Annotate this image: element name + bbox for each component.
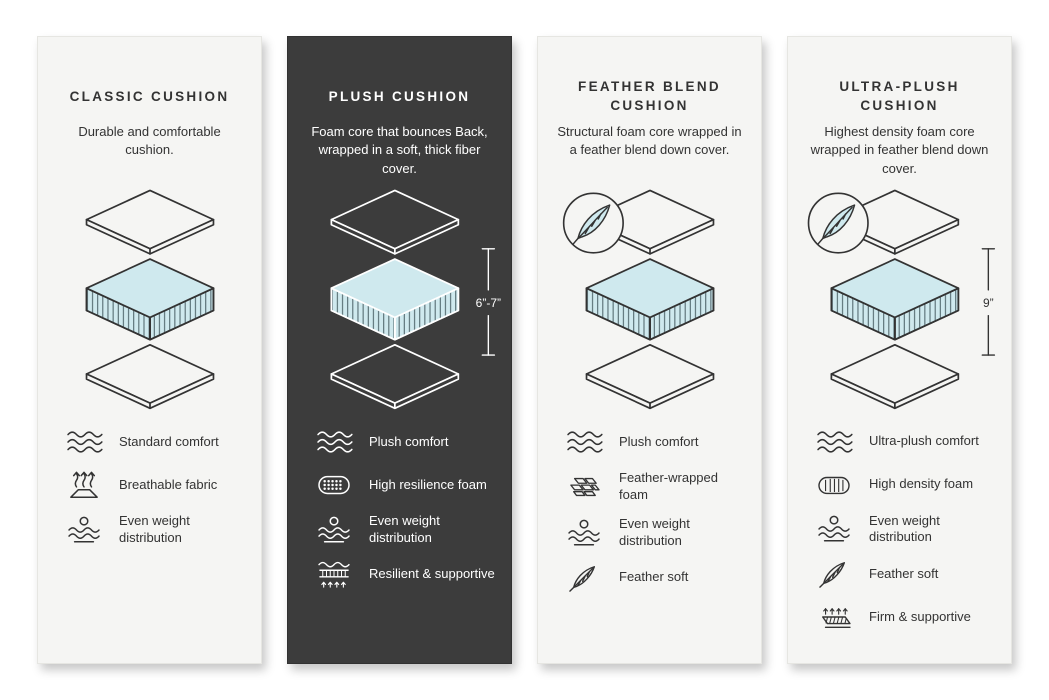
feather-soft-icon: [812, 559, 856, 589]
card-title: FEATHER BLEND CUSHION: [578, 79, 721, 113]
comfort-waves-icon: [62, 427, 106, 457]
feature-list: Plush comfort High resilience foam Even …: [304, 427, 495, 602]
feature-row: Resilient & supportive: [312, 559, 495, 589]
feature-label: Even weight distribution: [869, 512, 940, 545]
feature-label: High resilience foam: [369, 476, 487, 492]
feature-row: Breathable fabric: [62, 470, 245, 500]
feature-row: High density foam: [812, 470, 995, 500]
feature-label: Even weight distribution: [369, 513, 440, 545]
cushion-comparison-board: CLASSIC CUSHION Durable and comfortable …: [37, 36, 1012, 664]
feature-row: Even weight distribution: [812, 513, 995, 546]
card-description: Durable and comfortable cushion.: [78, 124, 221, 158]
comfort-waves-icon: [562, 427, 606, 457]
feature-row: Even weight distribution: [62, 513, 245, 546]
feature-row: Feather soft: [562, 563, 745, 593]
comfort-waves-icon: [812, 427, 856, 457]
cushion-layers-illustration: 6”-7”: [297, 187, 503, 413]
weight-distribution-icon: [312, 515, 356, 545]
feature-label: Even weight distribution: [119, 513, 190, 545]
cushion-layers-illustration: [47, 187, 253, 413]
card-feather-blend-cushion: FEATHER BLEND CUSHION Structural foam co…: [537, 36, 762, 664]
feature-list: Ultra-plush comfort High density foam Ev…: [804, 427, 995, 645]
height-measure-label: 9”: [983, 296, 994, 310]
feature-row: Firm & supportive: [812, 602, 995, 632]
feature-row: Standard comfort: [62, 427, 245, 457]
resilient-supportive-icon: [312, 559, 356, 589]
feature-row: Plush comfort: [312, 427, 495, 457]
feature-label: Breathable fabric: [119, 476, 218, 492]
firm-supportive-icon: [812, 602, 856, 632]
feature-row: Plush comfort: [562, 427, 745, 457]
feature-list: Plush comfort Feather-wrapped foam Even …: [554, 427, 745, 606]
card-title: CLASSIC CUSHION: [69, 88, 230, 104]
height-measure-label: 6”-7”: [475, 296, 500, 310]
feature-row: Even weight distribution: [562, 516, 745, 549]
card-description: Foam core that bounces Back, wrapped in …: [311, 124, 488, 176]
feature-label: High density foam: [869, 476, 974, 492]
comfort-waves-icon: [312, 427, 356, 457]
height-measure: [981, 248, 995, 356]
card-plush-cushion: PLUSH CUSHION Foam core that bounces Bac…: [287, 36, 512, 664]
card-title: PLUSH CUSHION: [328, 88, 471, 104]
card-description: Structural foam core wrapped in a feathe…: [557, 124, 742, 158]
height-measure: [481, 248, 495, 356]
feather-wrapped-foam-icon: [562, 472, 606, 502]
feature-row: High resilience foam: [312, 470, 495, 500]
weight-distribution-icon: [562, 518, 606, 548]
feature-label: Plush comfort: [369, 433, 449, 449]
density-foam-icon: [812, 470, 856, 500]
feature-label: Plush comfort: [619, 433, 699, 449]
card-description: Highest density foam core wrapped in fea…: [810, 124, 989, 176]
feature-label: Feather soft: [869, 565, 939, 581]
cushion-layers-illustration: 9”: [797, 187, 1003, 413]
feature-list: Standard comfort Breathable fabric Even …: [54, 427, 245, 559]
feature-row: Ultra-plush comfort: [812, 427, 995, 457]
feature-row: Even weight distribution: [312, 513, 495, 546]
feature-label: Resilient & supportive: [369, 565, 495, 581]
feature-label: Firm & supportive: [869, 608, 971, 624]
feature-label: Ultra-plush comfort: [869, 433, 979, 449]
feature-row: Feather-wrapped foam: [562, 470, 745, 503]
card-title: ULTRA-PLUSH CUSHION: [839, 79, 960, 113]
weight-distribution-icon: [62, 515, 106, 545]
feather-badge-icon: [807, 192, 869, 254]
feather-soft-icon: [562, 563, 606, 593]
resilience-foam-icon: [312, 470, 356, 500]
feature-label: Standard comfort: [119, 433, 219, 449]
feature-label: Feather soft: [619, 569, 689, 585]
card-classic-cushion: CLASSIC CUSHION Durable and comfortable …: [37, 36, 262, 664]
feature-label: Feather-wrapped foam: [619, 470, 718, 502]
breathable-fabric-icon: [62, 470, 106, 500]
feature-row: Feather soft: [812, 559, 995, 589]
weight-distribution-icon: [812, 514, 856, 544]
card-ultra-plush-cushion: ULTRA-PLUSH CUSHION Highest density foam…: [787, 36, 1012, 664]
feather-badge-icon: [562, 192, 624, 254]
feature-label: Even weight distribution: [619, 516, 690, 548]
cushion-layers-illustration: [547, 187, 753, 413]
